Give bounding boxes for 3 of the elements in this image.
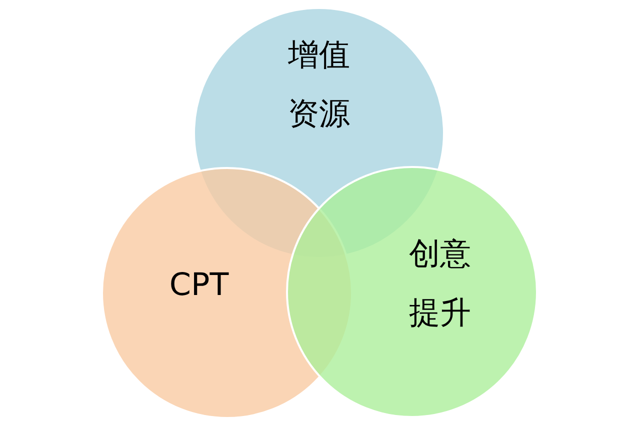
circle-label: 增值资源 xyxy=(287,36,352,134)
circle-label: 创意提升 xyxy=(408,235,472,333)
circle-label: CPT xyxy=(168,266,230,304)
